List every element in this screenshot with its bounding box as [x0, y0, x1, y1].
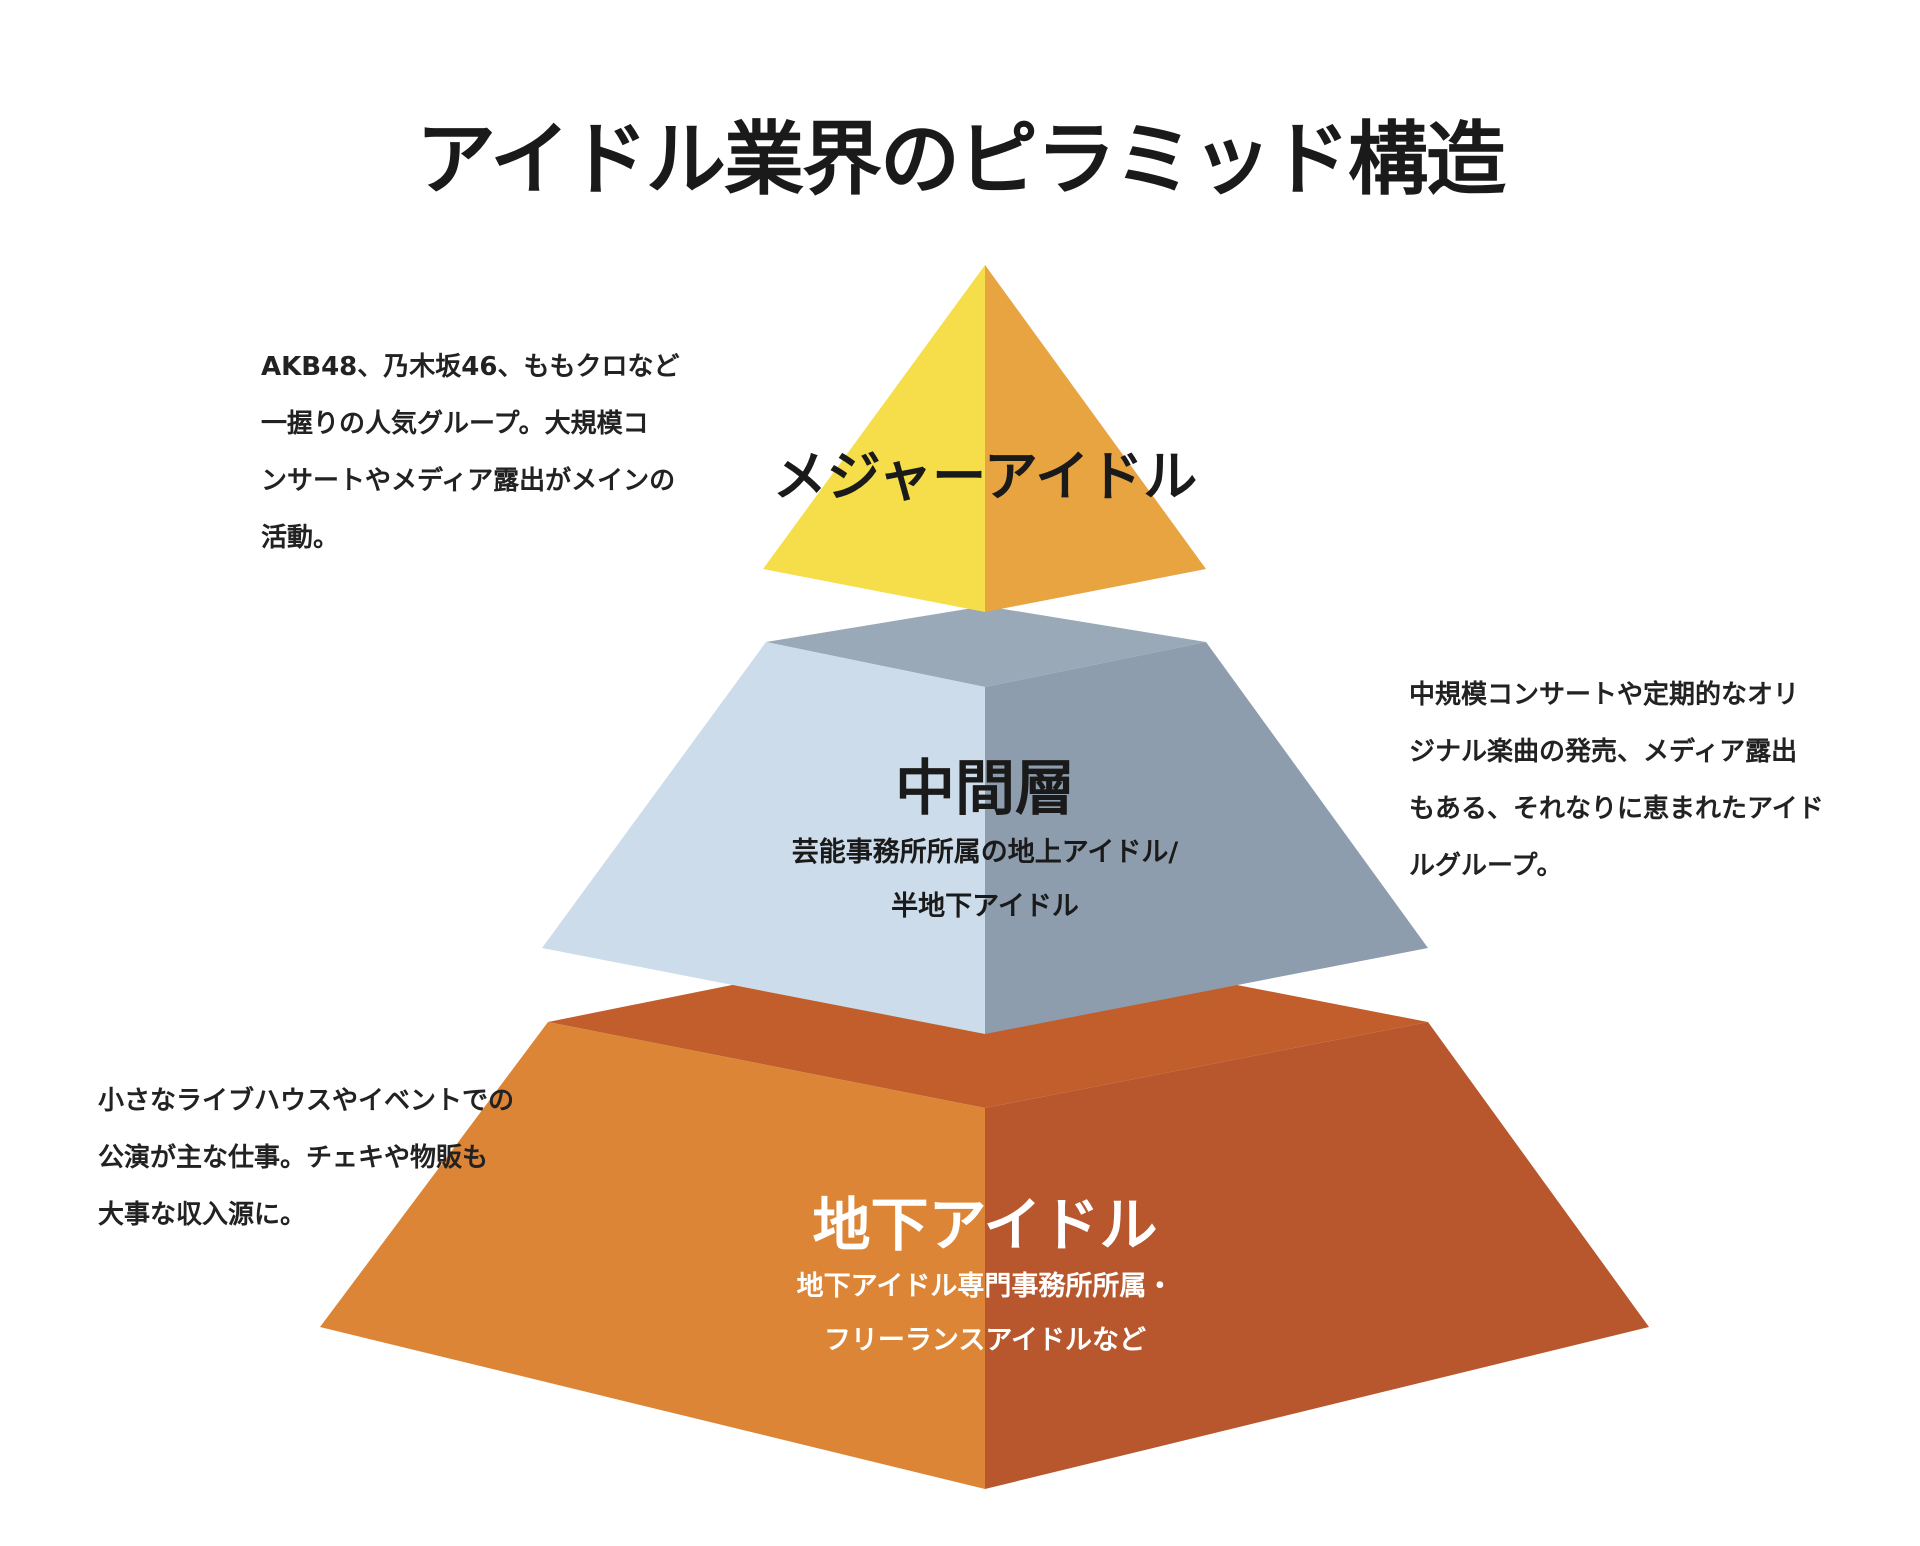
- middle-tier-right-face: [985, 642, 1428, 1034]
- bottom-tier-left-face: [320, 1022, 985, 1489]
- tier-label-middle: 中間層: [895, 754, 1075, 824]
- tier-sub-underground-1: 地下アイドル専門事務所所属・: [796, 1271, 1174, 1302]
- description-line: 中規模コンサートや定期的なオリ: [1409, 680, 1800, 710]
- tier-sub-middle-1: 芸能事務所所属の地上アイドル/: [791, 837, 1179, 868]
- bottom-tier-right-face: [985, 1022, 1649, 1489]
- page-title: アイドル業界のピラミッド構造: [416, 113, 1506, 206]
- description-line: 活動。: [261, 523, 340, 553]
- tier-label-major: メジャーアイドル: [772, 445, 1198, 508]
- description-underground: 小さなライブハウスやイベントでの 公演が主な仕事。チェキや物販も 大事な収入源に…: [98, 1073, 514, 1244]
- tier-sub-middle-2: 半地下アイドル: [891, 891, 1079, 922]
- middle-tier-top-face: [766, 606, 1206, 687]
- description-middle: 中規模コンサートや定期的なオリ ジナル楽曲の発売、メディア露出 もある、それなり…: [1409, 667, 1824, 895]
- description-line: ジナル楽曲の発売、メディア露出: [1409, 737, 1798, 767]
- tier-label-underground: 地下アイドル: [812, 1191, 1158, 1259]
- description-line: 公演が主な仕事。チェキや物販も: [98, 1143, 489, 1173]
- top-tier-right-face: [985, 265, 1206, 612]
- description-line: もある、それなりに恵まれたアイド: [1409, 794, 1824, 824]
- description-line: 一握りの人気グループ。大規模コ: [261, 409, 649, 439]
- description-major: AKB48、乃木坂46、ももクロなど 一握りの人気グループ。大規模コ ンサートや…: [261, 339, 679, 567]
- middle-tier-left-face: [542, 642, 985, 1034]
- description-line: 小さなライブハウスやイベントでの: [98, 1086, 515, 1116]
- tier-sub-underground-2: フリーランスアイドルなど: [823, 1325, 1147, 1356]
- description-line: AKB48、乃木坂46、ももクロなど: [261, 352, 680, 382]
- description-line: ルグループ。: [1409, 851, 1563, 881]
- description-line: ンサートやメディア露出がメインの: [261, 466, 676, 496]
- bottom-tier-top-face: [548, 985, 1428, 1108]
- top-tier-left-face: [763, 265, 985, 612]
- description-line: 大事な収入源に。: [98, 1200, 307, 1230]
